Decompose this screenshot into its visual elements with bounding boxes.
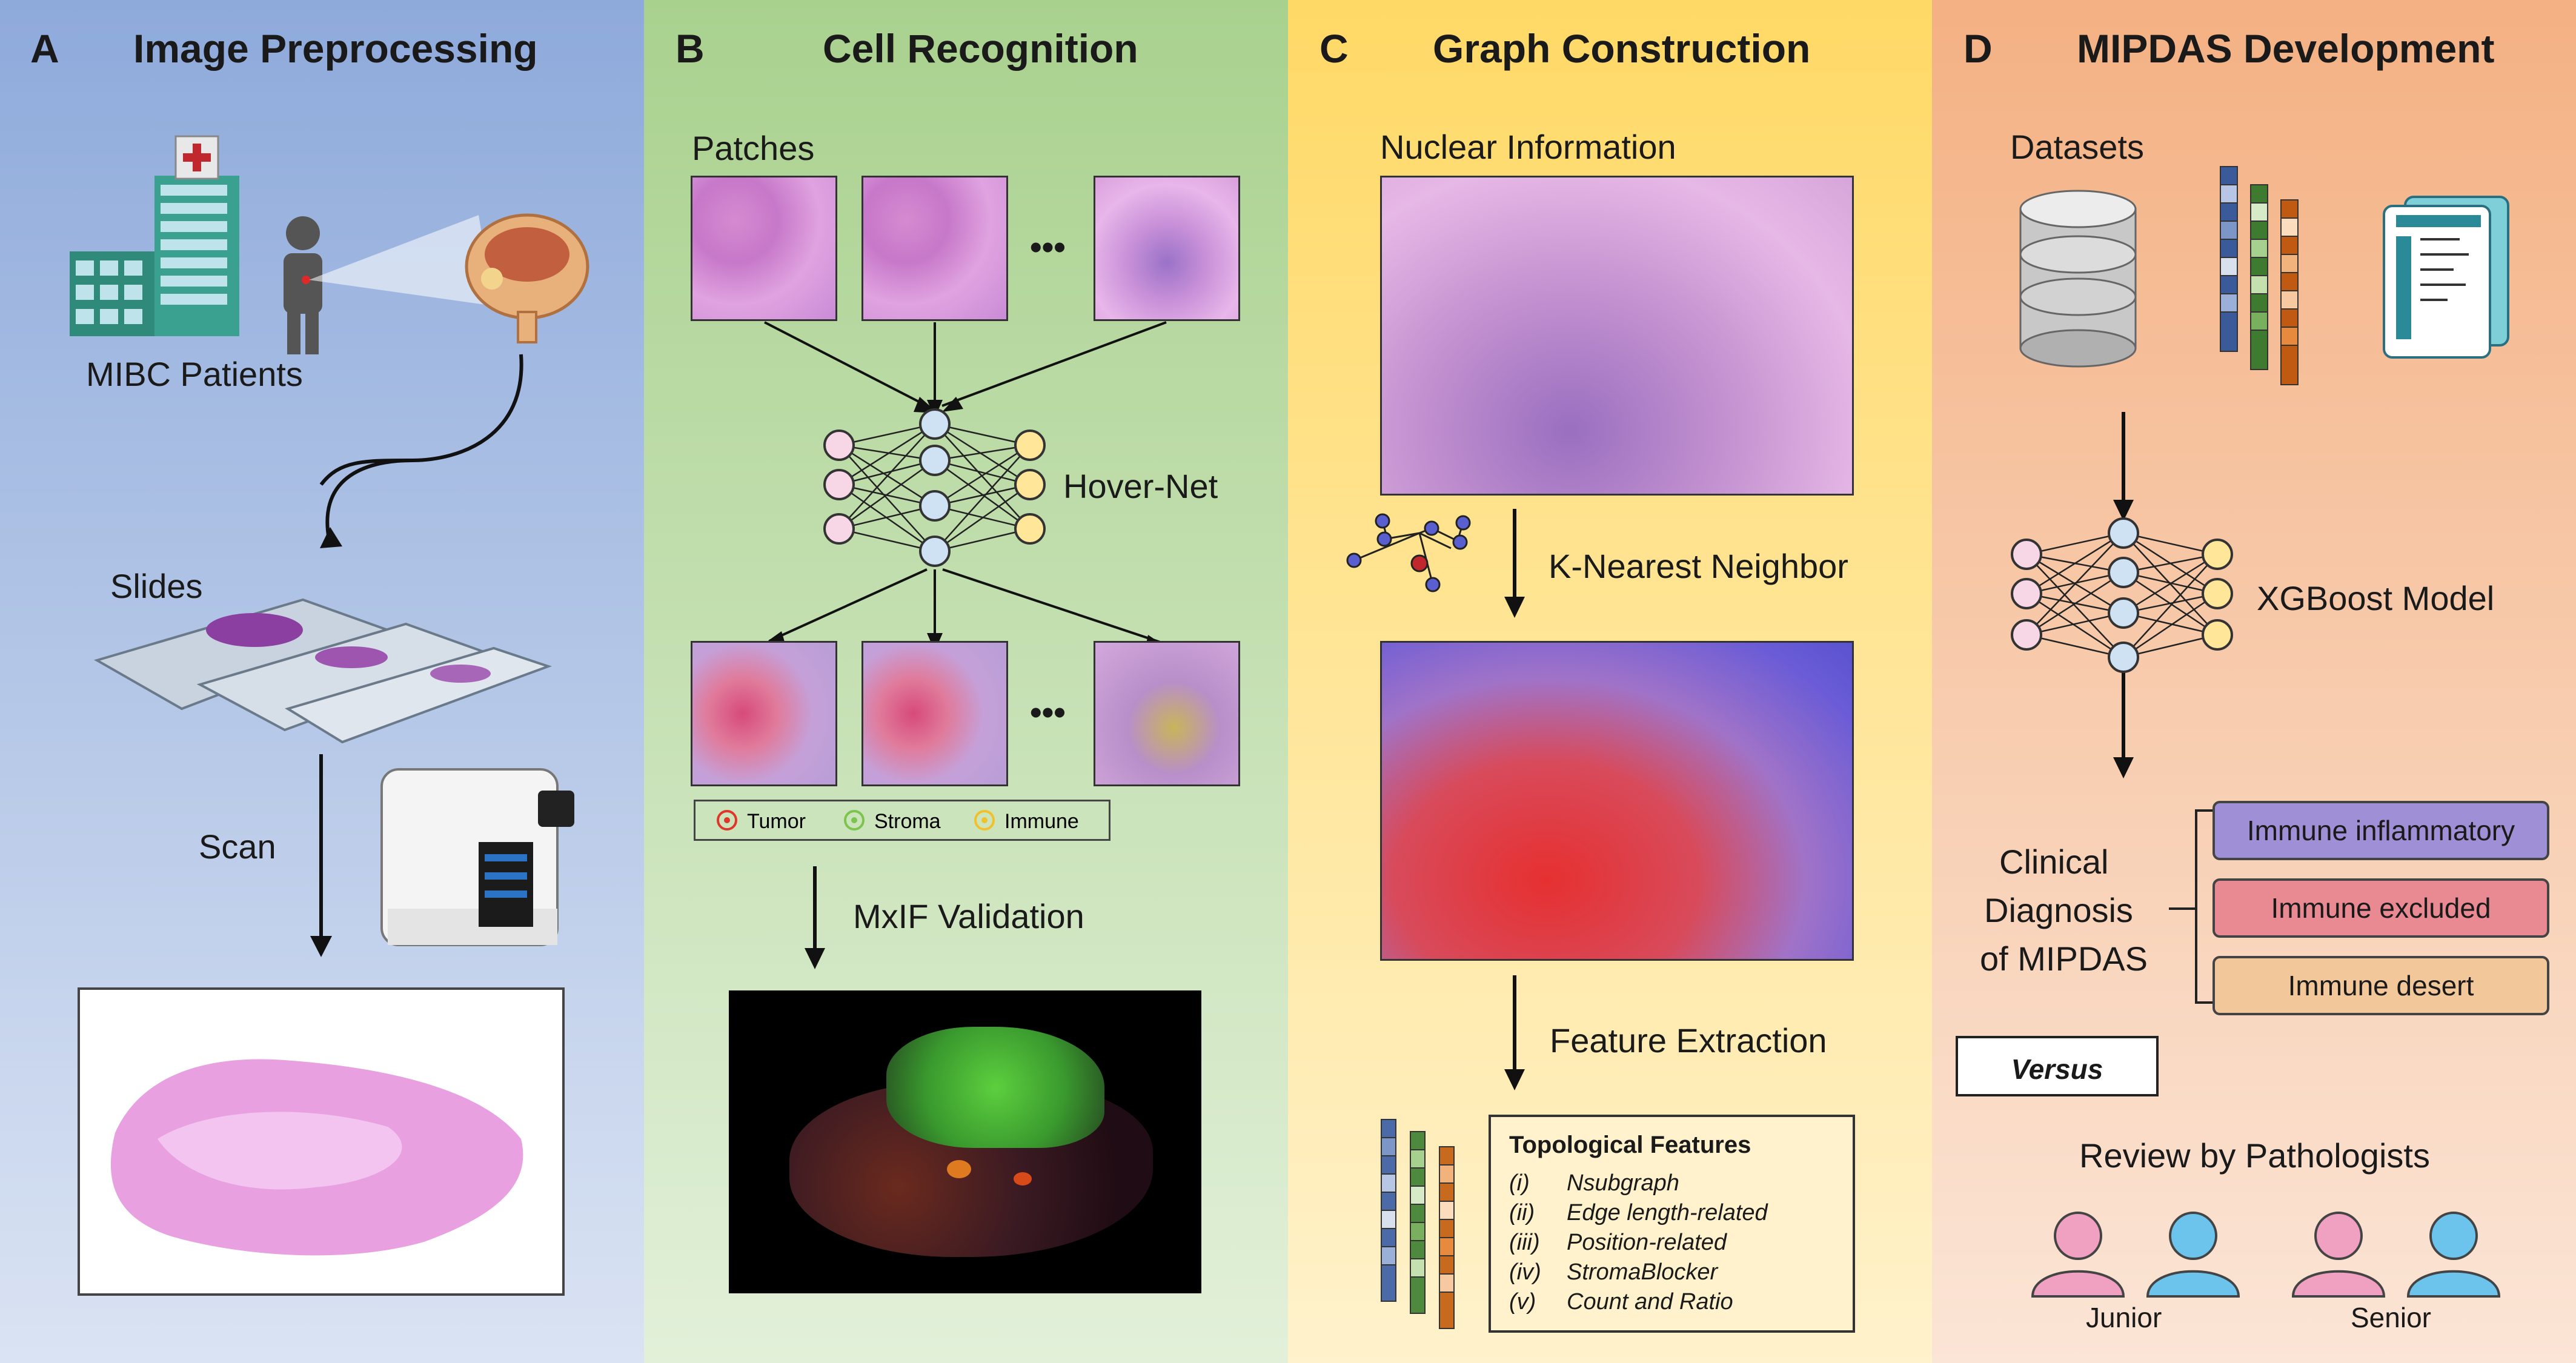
xgboost-label: XGBoost Model bbox=[2257, 579, 2495, 617]
feature-num-4: (iv) bbox=[1509, 1259, 1541, 1285]
patch-2 bbox=[861, 176, 1008, 321]
datasets-label: Datasets bbox=[2010, 128, 2144, 166]
panel-c-letter: C bbox=[1320, 26, 1349, 71]
segmented-patch-1 bbox=[691, 641, 837, 786]
feature-extraction-label: Feature Extraction bbox=[1550, 1021, 1827, 1060]
segmented-ellipsis: ••• bbox=[1030, 693, 1066, 731]
feature-name-2: Edge length-related bbox=[1567, 1200, 1768, 1225]
feature-num-3: (iii) bbox=[1509, 1230, 1540, 1255]
knn-graph-image bbox=[1380, 641, 1854, 961]
panel-d-letter: D bbox=[1964, 26, 1993, 71]
slides-label: Slides bbox=[110, 567, 203, 605]
panel-d-title: MIPDAS Development bbox=[2077, 26, 2495, 71]
feature-name-3: Position-related bbox=[1567, 1230, 1727, 1255]
panel-b-letter: B bbox=[676, 26, 705, 71]
versus-box: Versus bbox=[1956, 1036, 2159, 1096]
nuclear-he-image bbox=[1380, 176, 1854, 496]
panel-a-title: Image Preprocessing bbox=[133, 26, 538, 71]
patch-1 bbox=[691, 176, 837, 321]
scan-label: Scan bbox=[199, 827, 276, 866]
tumor-legend-marker bbox=[717, 810, 737, 831]
knn-label: K-Nearest Neighbor bbox=[1549, 547, 1848, 585]
feature-num-5: (v) bbox=[1509, 1289, 1536, 1315]
panel-a-graphics bbox=[70, 135, 589, 1296]
panel-a-letter: A bbox=[30, 26, 59, 71]
immune-legend-label: Immune bbox=[1004, 810, 1079, 833]
hospital-icon bbox=[70, 135, 239, 336]
topological-features-title: Topological Features bbox=[1509, 1132, 1751, 1158]
feature-name-5: Count and Ratio bbox=[1567, 1289, 1733, 1315]
feature-num-2: (ii) bbox=[1509, 1200, 1535, 1225]
class-immune-excluded: Immune excluded bbox=[2213, 878, 2549, 938]
scanner-icon bbox=[380, 768, 574, 946]
mxif-validation-label: MxIF Validation bbox=[853, 897, 1084, 935]
patch-3 bbox=[1094, 176, 1240, 321]
panel-b-title: Cell Recognition bbox=[823, 26, 1138, 71]
clinical-line-2: Diagnosis bbox=[1984, 891, 2133, 929]
segmented-patch-3 bbox=[1094, 641, 1240, 786]
clinical-line-1: Clinical bbox=[1999, 843, 2109, 881]
patches-label: Patches bbox=[692, 129, 815, 167]
stroma-legend-marker bbox=[844, 810, 865, 831]
patches-ellipsis: ••• bbox=[1030, 228, 1066, 266]
junior-label: Junior bbox=[2086, 1302, 2162, 1333]
feature-num-1: (i) bbox=[1509, 1170, 1530, 1196]
tumor-legend-label: Tumor bbox=[747, 810, 806, 833]
class-immune-desert: Immune desert bbox=[2213, 956, 2549, 1015]
feature-name-1: Nsubgraph bbox=[1567, 1170, 1679, 1196]
cell-type-legend: Tumor Stroma Immune bbox=[694, 800, 1110, 841]
stroma-legend-label: Stroma bbox=[874, 810, 941, 833]
senior-label: Senior bbox=[2351, 1302, 2431, 1333]
nuclear-information-label: Nuclear Information bbox=[1380, 128, 1676, 166]
bladder-icon bbox=[465, 213, 589, 343]
mibc-patients-label: MIBC Patients bbox=[86, 355, 303, 393]
patient-icon bbox=[284, 216, 322, 354]
slides-icon bbox=[93, 598, 553, 744]
hovernet-label: Hover-Net bbox=[1063, 467, 1218, 505]
feature-name-4: StromaBlocker bbox=[1567, 1259, 1718, 1285]
panel-c-title: Graph Construction bbox=[1433, 26, 1811, 71]
versus-label: Versus bbox=[2011, 1053, 2103, 1085]
clinical-line-3: of MIPDAS bbox=[1980, 940, 2148, 978]
topological-features-box: Topological Features (i) Nsubgraph (ii) … bbox=[1489, 1115, 1855, 1333]
class-immune-inflammatory: Immune inflammatory bbox=[2213, 801, 2549, 860]
segmented-patch-2 bbox=[861, 641, 1008, 786]
mxif-image bbox=[729, 990, 1201, 1293]
review-label: Review by Pathologists bbox=[2079, 1136, 2430, 1175]
immune-legend-marker bbox=[974, 810, 995, 831]
